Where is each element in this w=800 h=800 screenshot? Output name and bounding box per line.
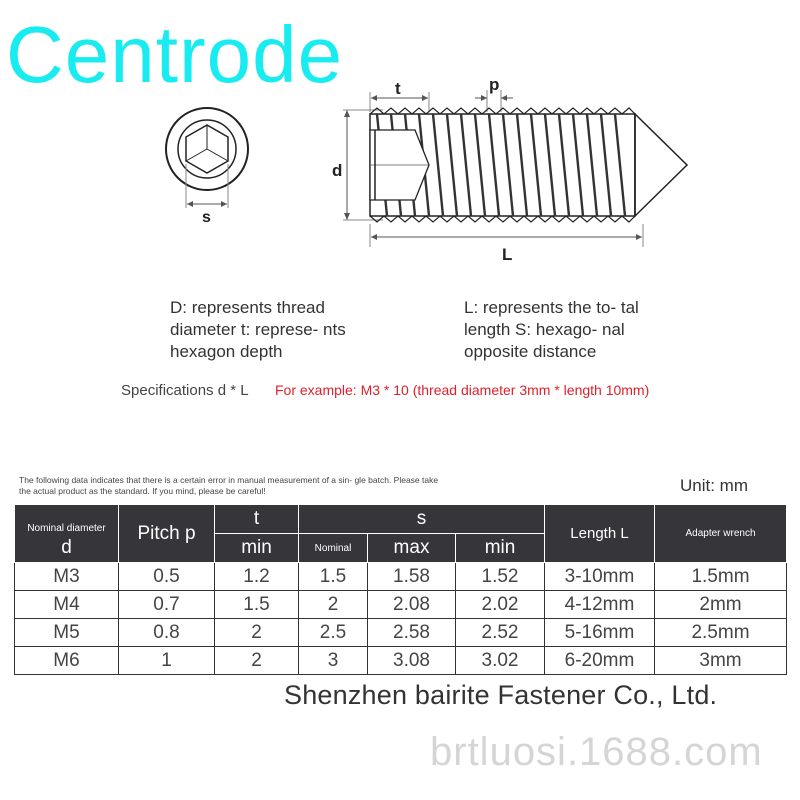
arrow-icon bbox=[344, 213, 350, 220]
arrow-icon bbox=[481, 95, 487, 101]
end-view-diagram: s bbox=[165, 107, 249, 226]
table-row: M6 1 2 3 3.08 3.02 6-20mm 3mm bbox=[14, 646, 787, 675]
arrow-icon bbox=[371, 234, 377, 240]
table-cell: 2.08 bbox=[367, 590, 456, 619]
hex-socket-icon bbox=[185, 124, 229, 174]
table-cell: 2mm bbox=[654, 590, 787, 619]
table-cell: 1 bbox=[118, 646, 215, 675]
header-d: d bbox=[14, 533, 119, 563]
s-label: s bbox=[202, 209, 211, 226]
table-cell: 3.02 bbox=[455, 646, 545, 675]
table-cell: M5 bbox=[14, 618, 119, 647]
hex-line bbox=[185, 148, 208, 162]
table-cell: 2.5mm bbox=[654, 618, 787, 647]
side-view-diagram: d t p bbox=[332, 75, 689, 264]
table-cell: 5-16mm bbox=[544, 618, 655, 647]
arrow-icon bbox=[221, 201, 227, 207]
thread-crest-bottom bbox=[369, 215, 636, 223]
header-pitch: Pitch p bbox=[118, 504, 215, 563]
arrow-icon bbox=[501, 95, 507, 101]
table-cell: 1.5 bbox=[214, 590, 299, 619]
table-cell: 6-20mm bbox=[544, 646, 655, 675]
arrow-icon bbox=[187, 201, 193, 207]
table-cell: M4 bbox=[14, 590, 119, 619]
header-t-min: min bbox=[214, 533, 299, 563]
brand-logo-text: Centrode bbox=[6, 10, 344, 99]
thread-crest-top bbox=[369, 107, 636, 115]
header-nominal-diameter: Nominal diameter bbox=[14, 504, 119, 534]
spec-label: Specifications d * L bbox=[121, 382, 249, 399]
company-name: Shenzhen bairite Fastener Co., Ltd. bbox=[284, 680, 718, 710]
table-cell: 2 bbox=[298, 590, 368, 619]
table-cell: 0.7 bbox=[118, 590, 215, 619]
watermark: brtluosi.1688.com bbox=[430, 730, 763, 774]
table-cell: 4-12mm bbox=[544, 590, 655, 619]
cone-point bbox=[634, 112, 689, 218]
spec-table: Nominal diameter Pitch p t s Length L Ad… bbox=[14, 504, 787, 675]
header-length: Length L bbox=[544, 504, 655, 563]
t-label: t bbox=[395, 79, 401, 98]
table-row: M5 0.8 2 2.5 2.58 2.52 5-16mm 2.5mm bbox=[14, 618, 787, 647]
table-cell: 1.5 bbox=[298, 562, 368, 591]
header-adapter-wrench: Adapter wrench bbox=[654, 504, 787, 563]
p-label: p bbox=[489, 75, 499, 94]
unit-label: Unit: mm bbox=[680, 476, 748, 495]
spec-example: For example: M3 * 10 (thread diameter 3m… bbox=[275, 382, 650, 398]
table-cell: 1.52 bbox=[455, 562, 545, 591]
arrow-icon bbox=[371, 95, 377, 101]
header-s-max: max bbox=[367, 533, 456, 563]
table-cell: M3 bbox=[14, 562, 119, 591]
header-s-nominal: Nominal bbox=[298, 533, 368, 563]
table-cell: 2.52 bbox=[455, 618, 545, 647]
table-cell: 3 bbox=[298, 646, 368, 675]
header-s-min: min bbox=[455, 533, 545, 563]
header-s: s bbox=[298, 504, 545, 534]
measurement-note: The following data indicates that there … bbox=[19, 475, 439, 496]
description-left: D: represents thread diameter t: represe… bbox=[170, 298, 346, 361]
arrow-icon bbox=[422, 95, 428, 101]
table-cell: 1.5mm bbox=[654, 562, 787, 591]
L-label: L bbox=[502, 245, 512, 264]
table-cell: 0.8 bbox=[118, 618, 215, 647]
socket-circle bbox=[177, 119, 237, 179]
table-cell: 0.5 bbox=[118, 562, 215, 591]
table-cell: 1.58 bbox=[367, 562, 456, 591]
hex-line bbox=[206, 148, 229, 162]
table-cell: 2.58 bbox=[367, 618, 456, 647]
table-cell: 2.02 bbox=[455, 590, 545, 619]
arrow-icon bbox=[636, 234, 642, 240]
table-row: M4 0.7 1.5 2 2.08 2.02 4-12mm 2mm bbox=[14, 590, 787, 619]
table-cell: 1.2 bbox=[214, 562, 299, 591]
d-label: d bbox=[332, 161, 342, 180]
arrow-icon bbox=[344, 110, 350, 117]
header-t: t bbox=[214, 504, 299, 534]
table-cell: 2 bbox=[214, 646, 299, 675]
table-cell: 2 bbox=[214, 618, 299, 647]
table-cell: M6 bbox=[14, 646, 119, 675]
table-cell: 2.5 bbox=[298, 618, 368, 647]
table-cell: 3.08 bbox=[367, 646, 456, 675]
description-right: L: represents the to- tal length S: hexa… bbox=[464, 298, 639, 361]
table-row: M3 0.5 1.2 1.5 1.58 1.52 3-10mm 1.5mm bbox=[14, 562, 787, 591]
table-cell: 3-10mm bbox=[544, 562, 655, 591]
screw-head-circle bbox=[165, 107, 249, 191]
table-cell: 3mm bbox=[654, 646, 787, 675]
